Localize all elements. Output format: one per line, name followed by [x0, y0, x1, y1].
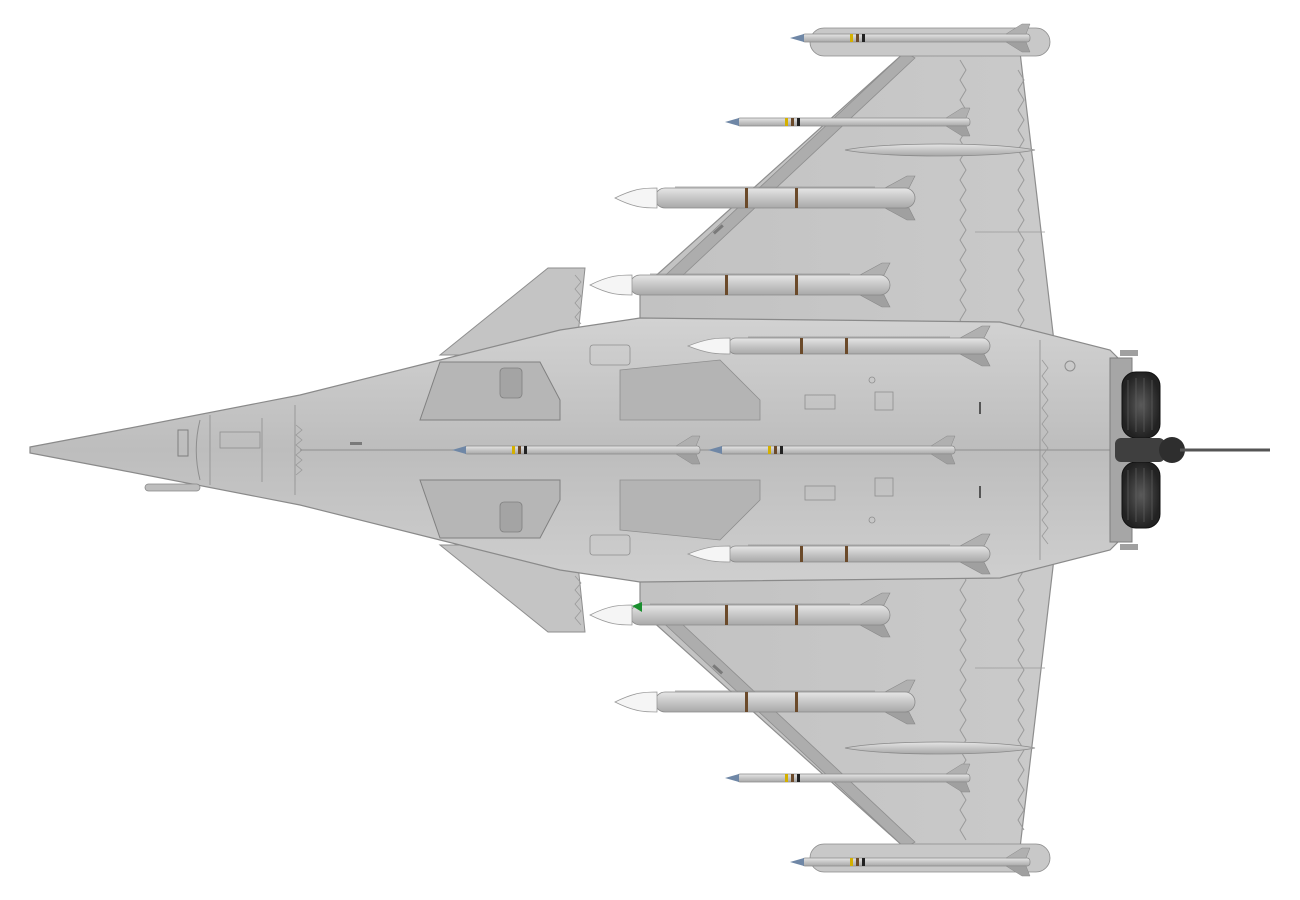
weapon-stores [452, 23, 1051, 877]
missile-outer-lower [725, 763, 971, 793]
green-marker [632, 602, 642, 612]
missile-wingtip-upper [790, 23, 1031, 53]
missile-centre-forward [452, 435, 701, 465]
missile-fuselage-lower [686, 533, 991, 575]
upper-intake [419, 361, 561, 421]
missile-fuselage-upper [686, 325, 991, 367]
missile-outer-upper [725, 107, 971, 137]
missile-wingtip-lower [790, 847, 1031, 877]
missile-mid-upper [614, 175, 916, 221]
missile-inner-lower [589, 592, 891, 638]
missile-inner-upper [589, 262, 891, 308]
missile-centre-aft [708, 435, 956, 465]
fuel-tank-lower [844, 741, 1036, 755]
missile-mid-lower [614, 679, 916, 725]
lower-intake [419, 479, 561, 539]
fuel-tank-upper [844, 143, 1036, 157]
